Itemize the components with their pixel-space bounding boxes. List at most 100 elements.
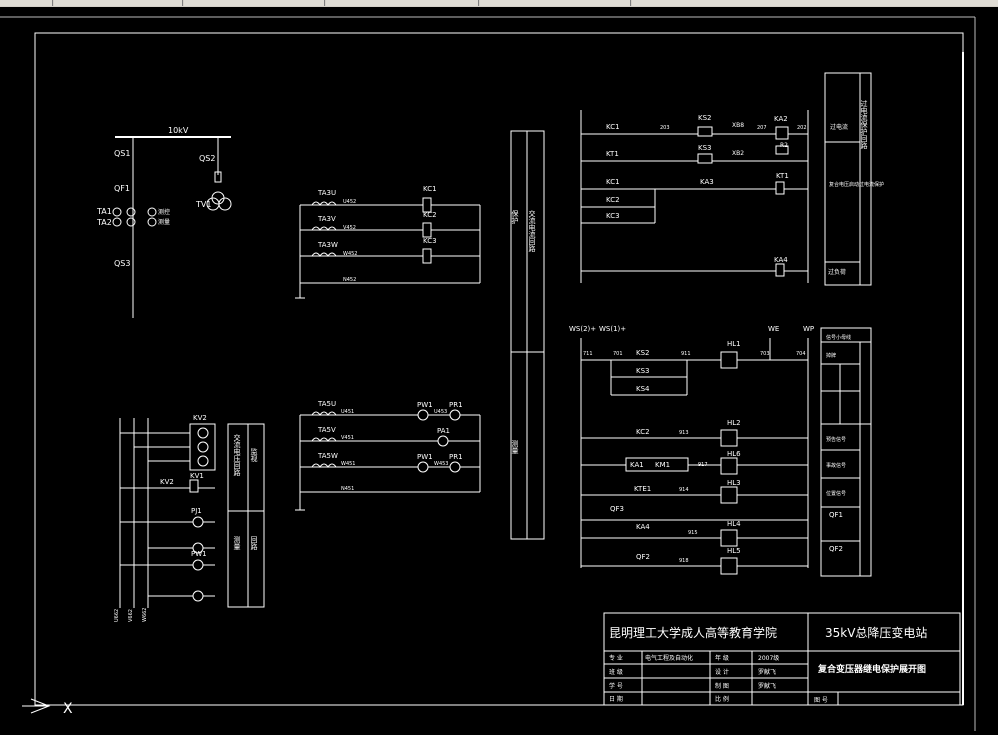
wire-u453: U453: [434, 409, 447, 415]
tb-r2c3: 设 计: [715, 668, 729, 676]
node-918: 918: [679, 558, 689, 564]
kv2b-label: KV2: [160, 478, 174, 486]
node-203: 203: [660, 125, 670, 131]
note-b: 测量: [158, 218, 170, 226]
tb-r1c1: 专 业: [609, 654, 623, 662]
ucs-x-label: X: [63, 701, 73, 717]
bus-v662: V662: [128, 609, 134, 622]
pw1-label-a: PW1: [417, 401, 433, 409]
ta3u-label: TA3U: [317, 189, 336, 197]
toolbar-segment[interactable]: [0, 0, 53, 6]
wire-u451: U451: [341, 409, 354, 415]
primary-wiring-diagram: 10kV QS1 QS2 QF1 TA1 TA2 QS3 TV1 测控 测量: [96, 126, 232, 318]
protection-circuit: KC1 KT1 KC1 KC2 KC3 KS2 KS3 KA3 KA2 KT1 …: [580, 72, 884, 286]
wire-w452: W452: [343, 251, 358, 257]
note-a: 测控: [158, 208, 170, 216]
prot-r2: R2: [780, 142, 788, 149]
tb-r3c1: 学 号: [609, 682, 623, 690]
prot-right-title: 过电流保护回路: [860, 99, 868, 150]
tb-r1c2: 电气工程及自动化: [645, 654, 693, 662]
wire-u452: U452: [343, 199, 356, 205]
ta1-label: TA1: [96, 207, 112, 216]
drawing-title: 复合变压器继电保护展开图: [817, 663, 926, 675]
toolbar-segment[interactable]: [54, 0, 183, 6]
bus-label: 10kV: [168, 126, 189, 135]
qs3-label: QS3: [114, 259, 130, 268]
bus-wp: WP: [803, 325, 814, 333]
tb-r4c1: 日 期: [609, 695, 623, 703]
lamp-hl2: HL2: [727, 419, 741, 427]
ta5u-label: TA5U: [317, 400, 336, 408]
kv1-label: KV1: [190, 472, 204, 480]
pj1-label: PJ1: [191, 507, 202, 515]
prot-xb8: XB8: [732, 122, 744, 129]
tb-r3c3: 制 图: [715, 682, 729, 690]
prot-kt1b: KT1: [776, 172, 789, 180]
wire-w451: W451: [341, 461, 356, 467]
sig-ks2: KS2: [636, 349, 650, 357]
pa1-label: PA1: [437, 427, 450, 435]
lamp-hl3: HL3: [727, 479, 741, 487]
center-label-ac-current: 交流电流回路: [528, 209, 536, 253]
tb-r3c4: 罗献飞: [758, 682, 776, 690]
wire-n451: N451: [341, 486, 354, 492]
sig-kt1: KTE1: [634, 485, 651, 493]
lamp-hl1: HL1: [727, 340, 741, 348]
tb-r1c3: 年 级: [715, 654, 729, 662]
bus-w662: W662: [142, 608, 148, 623]
toolbar-segment[interactable]: [480, 0, 631, 6]
bus-ws2: WS(2)+: [569, 325, 596, 333]
prot-kc2: KC2: [606, 196, 620, 204]
toolbar-segment[interactable]: [184, 0, 325, 6]
prot-right-overcurrent: 过电流: [830, 123, 848, 131]
prot-ka2: KA2: [774, 115, 788, 123]
toolbar-segment[interactable]: [326, 0, 479, 6]
legend-item-6: QF2: [829, 545, 843, 553]
sig-ka4: KA4: [636, 523, 650, 531]
school-name: 昆明理工大学成人高等教育学院: [609, 625, 777, 640]
kv2-label: KV2: [193, 414, 207, 422]
voltage-circuit-side-label: 交流电压回路: [233, 433, 241, 477]
tb-sheet: 图 号: [814, 697, 828, 704]
ucs-icon: X: [22, 698, 73, 717]
prot-ka3: KA3: [700, 178, 714, 186]
application-toolbar: [0, 0, 998, 7]
legend-title: 信号小母线: [826, 334, 851, 341]
pr1-label-b: PR1: [449, 453, 463, 461]
tb-r1c4: 2007级: [758, 654, 779, 662]
qs1-label: QS1: [114, 149, 130, 158]
prot-ka4: KA4: [774, 256, 788, 264]
node-703: 703: [760, 351, 770, 357]
drawing-canvas[interactable]: 10kV QS1 QS2 QF1 TA1 TA2 QS3 TV1 测控 测量 T…: [0, 7, 998, 731]
prot-kc1b: KC1: [606, 178, 620, 186]
center-label-protect: 保护: [511, 209, 519, 225]
prot-kc1: KC1: [606, 123, 620, 131]
kc2-label: KC2: [423, 211, 437, 219]
lamp-hl5: HL5: [727, 547, 741, 555]
legend-item-3: 事故信号: [826, 462, 846, 469]
tv1-label: TV1: [195, 200, 211, 209]
tb-r2c1: 班 级: [609, 668, 623, 676]
qf1-label: QF1: [114, 184, 130, 193]
legend-item-2: 预告信号: [826, 436, 846, 443]
current-transformer-circuit: TA3U TA3V TA3W U452 V452 W452 N452 KC1 K…: [295, 185, 481, 299]
toolbar-segment[interactable]: [632, 0, 998, 6]
sig-km1: KM1: [655, 461, 670, 469]
wire-v452: V452: [343, 225, 356, 231]
sig-kc2: KC2: [636, 428, 650, 436]
voltage-circuit-monitor: 监视: [250, 447, 258, 463]
signal-circuit: WS(2)+ WS(1)+ WE WP 711 701 911 703 704 …: [569, 325, 872, 577]
pr1-label-a: PR1: [449, 401, 463, 409]
center-label-measure: 测量: [511, 440, 519, 454]
qs2-label: QS2: [199, 154, 215, 163]
bus-u662: U662: [114, 609, 120, 622]
legend-item-1: 掉牌: [826, 352, 836, 359]
sig-ks3: KS3: [636, 367, 650, 375]
pw1-label: PW1: [191, 550, 207, 558]
legend-item-5: QF1: [829, 511, 843, 519]
metering-circuit: TA5U TA5V TA5W U451 V451 W451 N451 PW1 P…: [295, 400, 481, 511]
legend-item-4: 位置信号: [826, 490, 846, 497]
ta2-label: TA2: [96, 218, 112, 227]
sig-qf3: QF3: [610, 505, 624, 513]
bus-ws1: WS(1)+: [599, 325, 626, 333]
